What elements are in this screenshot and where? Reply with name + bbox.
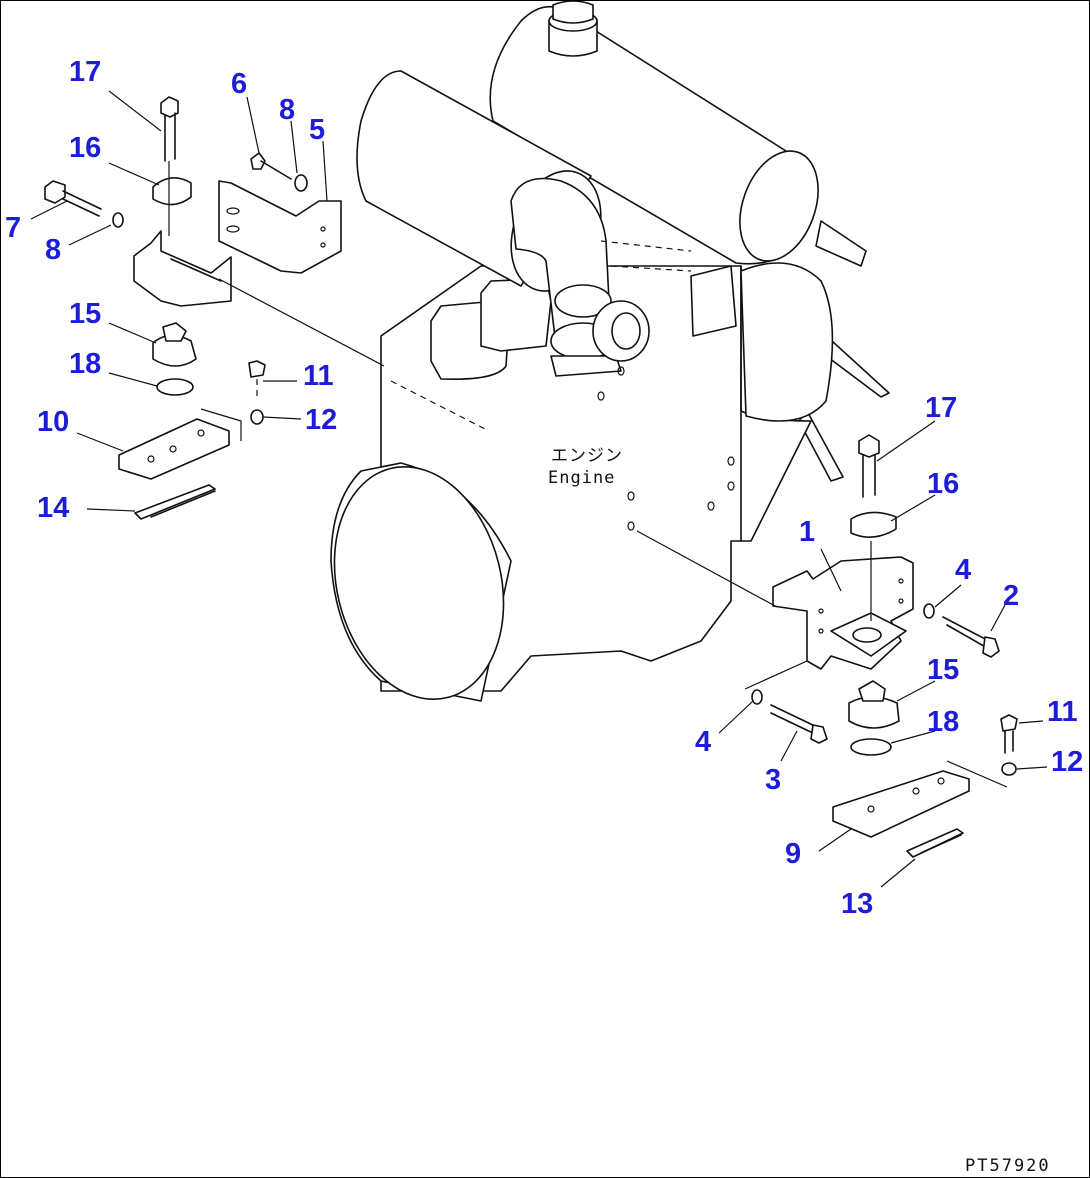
callout-label: 15 — [927, 654, 959, 686]
callout-label: 15 — [69, 298, 101, 330]
callout-label: 4 — [695, 726, 711, 758]
callout-label: 17 — [69, 56, 101, 88]
callout-label: 12 — [305, 404, 337, 436]
callout-label: 5 — [309, 114, 325, 146]
callout-label: 2 — [1003, 580, 1019, 612]
callout-label: 11 — [303, 360, 334, 392]
engine-body: エンジン Engine — [330, 1, 890, 702]
callout-label: 6 — [231, 68, 247, 100]
callout-label: 11 — [1047, 696, 1078, 728]
callout-label: 10 — [37, 406, 69, 438]
callout-label: 9 — [785, 838, 801, 870]
left-mount-assembly — [44, 96, 385, 520]
engine-label-en: Engine — [548, 468, 615, 488]
callout-label: 16 — [69, 132, 101, 164]
callout-label: 8 — [45, 234, 61, 266]
callout-label: 12 — [1051, 746, 1083, 778]
callout-label: 7 — [5, 212, 21, 244]
callout-label: 13 — [841, 888, 873, 920]
callout-label: 1 — [799, 516, 815, 548]
callout-label: 14 — [37, 492, 69, 524]
callout-label: 18 — [69, 348, 101, 380]
callout-label: 18 — [927, 706, 959, 738]
callout-label: 8 — [279, 94, 295, 126]
callout-label: 4 — [955, 554, 971, 586]
callout-label: 3 — [765, 764, 781, 796]
callout-label: 16 — [927, 468, 959, 500]
leader-lines — [30, 90, 1048, 888]
right-mount-assembly — [636, 434, 1018, 858]
callouts-left: 17 16 6 8 5 7 8 15 18 11 12 10 14 — [5, 56, 337, 524]
engine-label-jp: エンジン — [551, 446, 623, 466]
callout-label: 17 — [925, 392, 957, 424]
drawing-code: PT57920 — [965, 1156, 1051, 1176]
callouts-right: 17 16 1 4 2 15 18 11 12 4 3 9 13 — [695, 392, 1083, 920]
